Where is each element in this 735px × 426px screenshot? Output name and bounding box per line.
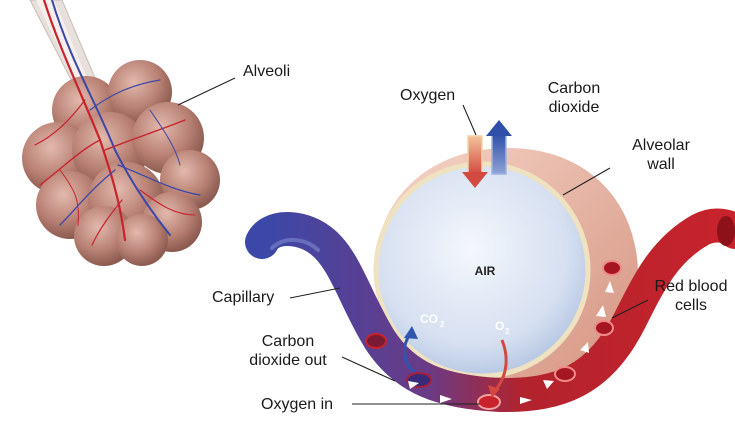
air-label: AIR xyxy=(475,264,496,278)
oxygen-in-label: Oxygen in xyxy=(261,396,334,413)
carbon-dioxide-out-label: Carbon dioxide out xyxy=(249,333,327,369)
co2-exchange-arrow xyxy=(403,326,418,374)
leader-lines xyxy=(177,77,649,405)
o2-subscript: 2 xyxy=(505,327,510,336)
co2-text: CO xyxy=(420,312,438,326)
o2-text: O xyxy=(495,319,504,333)
alveoli-blood-vessels xyxy=(34,0,201,246)
o2-formula: O 2 xyxy=(495,319,510,336)
co2-subscript: 2 xyxy=(440,320,445,329)
red-blood-cells-label: Red blood cells xyxy=(654,278,728,314)
capillary-vessel xyxy=(245,208,735,413)
oxygen-label: Oxygen xyxy=(400,87,456,104)
alveolar-wall-label: Alveolar wall xyxy=(632,137,690,173)
alveoli-label: Alveoli xyxy=(243,63,291,80)
alveolus-detail xyxy=(373,148,639,398)
oxygen-inflow-arrow xyxy=(462,135,488,188)
co2-formula: CO 2 xyxy=(420,312,445,329)
blood-flow-arrows xyxy=(408,281,614,404)
co2-outflow-arrow xyxy=(486,120,512,175)
carbon-dioxide-label: Carbon dioxide xyxy=(547,80,601,116)
o2-exchange-arrow xyxy=(488,339,508,398)
alveolar-sacs xyxy=(22,60,220,266)
alveoli-cluster xyxy=(22,0,220,266)
capillary-label: Capillary xyxy=(212,289,275,306)
